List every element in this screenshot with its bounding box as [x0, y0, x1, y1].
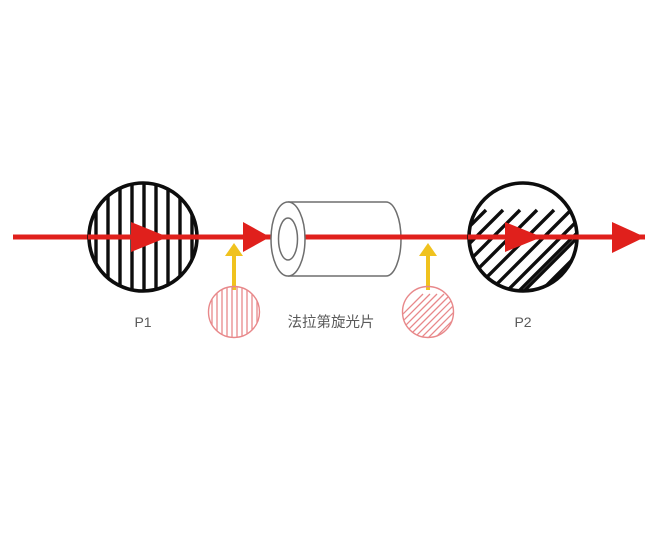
polarization-arrow-vertical-head — [225, 243, 243, 256]
faraday-rotator-cylinder — [270, 201, 402, 277]
pol-state-vertical-outline — [207, 285, 261, 339]
beam-arrowhead-out — [612, 222, 645, 253]
polarization-arrow-diagonal — [419, 243, 437, 290]
cylinder-bore — [277, 217, 299, 261]
polarizer-p2-hatch — [470, 208, 576, 290]
polarization-arrow-diagonal-head — [419, 243, 437, 256]
beam-arrowhead-in-p2 — [505, 222, 542, 252]
polarizer-p2 — [467, 181, 579, 293]
beam-arrowhead-mid — [243, 222, 270, 252]
polarizer-p2-label: P2 — [514, 314, 531, 330]
polarization-arrow-vertical — [225, 243, 243, 290]
faraday-rotator-label: 法拉第旋光片 — [288, 313, 375, 331]
polarizer-p1-label: P1 — [134, 314, 151, 330]
pol-state-vertical — [207, 285, 261, 339]
pol-state-diagonal-outline — [401, 285, 455, 339]
pol-state-diagonal-hatch — [403, 293, 453, 337]
beam-arrowhead-in-p1 — [131, 222, 168, 252]
pol-state-diagonal — [401, 285, 455, 339]
